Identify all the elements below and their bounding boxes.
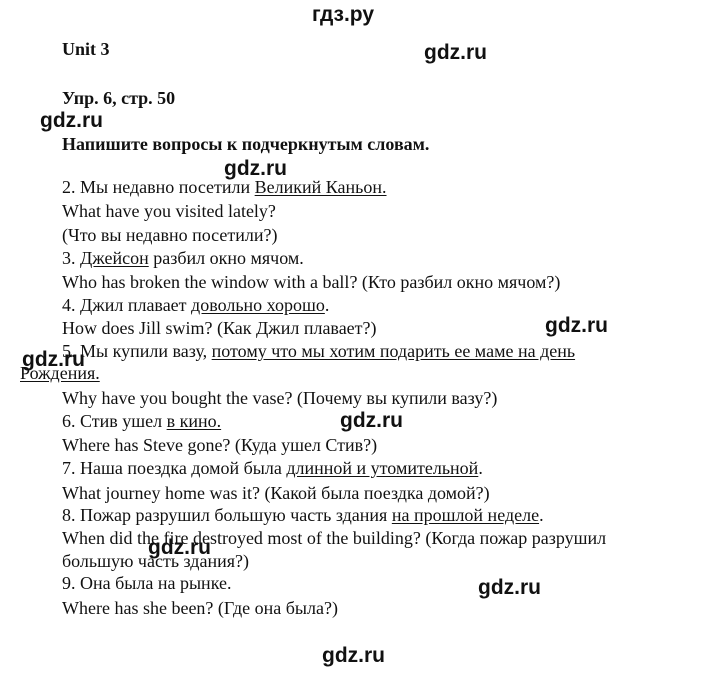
- line-text: .: [478, 458, 483, 478]
- line-text: 9. Она была на рынке.: [62, 573, 232, 593]
- line-text: 2. Мы недавно посетили: [62, 177, 255, 197]
- task-instruction: Напишите вопросы к подчеркнутым словам.: [62, 134, 430, 154]
- watermark: gdz.ru: [478, 576, 541, 599]
- text-line: большую часть здания?): [62, 552, 249, 570]
- text-line: 3. Джейсон разбил окно мячом.: [62, 249, 304, 267]
- underlined-answer: Джейсон: [80, 248, 149, 268]
- underlined-answer: длинной и утомительной: [286, 458, 479, 478]
- text-line: 5. Мы купили вазу, потому что мы хотим п…: [62, 342, 575, 360]
- line-text: 7. Наша поездка домой была: [62, 458, 287, 478]
- line-text: Where has Steve gone? (Куда ушел Стив?): [62, 435, 378, 455]
- line-text: Who has broken the window with a ball? (…: [62, 272, 561, 292]
- text-line: Who has broken the window with a ball? (…: [62, 273, 560, 291]
- watermark: gdz.ru: [224, 157, 287, 180]
- text-line: (Что вы недавно посетили?): [62, 226, 277, 244]
- watermark: gdz.ru: [22, 348, 85, 371]
- line-text: .: [539, 505, 544, 525]
- line-text: .: [324, 295, 330, 315]
- text-line: 4. Джил плавает довольно хорошо.: [62, 296, 329, 314]
- line-text: 8. Пожар разрушил большую часть здания: [62, 505, 392, 525]
- underlined-answer: Великий Каньон.: [254, 177, 387, 197]
- text-line: 9. Она была на рынке.: [62, 574, 231, 592]
- line-text: большую часть здания?): [62, 551, 249, 571]
- text-line: When did the fire destroyed most of the …: [62, 529, 606, 547]
- text-line: 7. Наша поездка домой была длинной и уто…: [62, 459, 483, 477]
- watermark: gdz.ru: [40, 109, 103, 132]
- line-text: 6. Стив ушел: [62, 411, 167, 431]
- underlined-answer: в кино.: [166, 411, 222, 431]
- watermark-bottom: gdz.ru: [322, 644, 385, 667]
- text-line: Where has she been? (Где она была?): [62, 599, 338, 617]
- exercise-heading: Упр. 6, стр. 50: [62, 88, 176, 108]
- line-text: How does Jill swim? (Как Джил плавает?): [62, 318, 377, 338]
- text-line: What have you visited lately?: [62, 202, 276, 220]
- underlined-answer: потому что мы хотим подарить ее маме на …: [211, 341, 576, 361]
- text-line: What journey home was it? (Какой была по…: [62, 484, 490, 502]
- line-text: Where has she been? (Где она была?): [62, 598, 338, 618]
- line-text: Why have you bought the vase? (Почему вы…: [62, 388, 498, 408]
- line-text: 4. Джил плавает: [62, 295, 192, 315]
- line-text: 5. Мы купили вазу,: [62, 341, 212, 361]
- line-text: What have you visited lately?: [62, 201, 276, 221]
- text-line: 6. Стив ушел в кино.: [62, 412, 221, 430]
- watermark: gdz.ru: [148, 536, 211, 559]
- text-line: How does Jill swim? (Как Джил плавает?): [62, 319, 377, 337]
- text-line: 2. Мы недавно посетили Великий Каньон.: [62, 178, 387, 196]
- watermark: gdz.ru: [545, 314, 608, 337]
- unit-heading: Unit 3: [62, 39, 110, 59]
- watermark: gdz.ru: [424, 41, 487, 64]
- text-line: Рождения.: [20, 364, 100, 382]
- underlined-answer: на прошлой неделе: [391, 505, 540, 525]
- watermark: gdz.ru: [340, 409, 403, 432]
- text-line: 8. Пожар разрушил большую часть здания н…: [62, 506, 544, 524]
- text-line: Why have you bought the vase? (Почему вы…: [62, 389, 497, 407]
- line-text: разбил окно мячом.: [148, 248, 304, 268]
- underlined-answer: Рождения.: [20, 363, 100, 383]
- underlined-answer: довольно хорошо: [191, 295, 325, 315]
- line-text: When did the fire destroyed most of the …: [62, 528, 607, 548]
- watermark-top: гдз.ру: [312, 3, 375, 26]
- line-text: (Что вы недавно посетили?): [62, 225, 278, 245]
- line-text: 3.: [62, 248, 80, 268]
- line-text: What journey home was it? (Какой была по…: [62, 483, 490, 503]
- text-line: Where has Steve gone? (Куда ушел Стив?): [62, 436, 377, 454]
